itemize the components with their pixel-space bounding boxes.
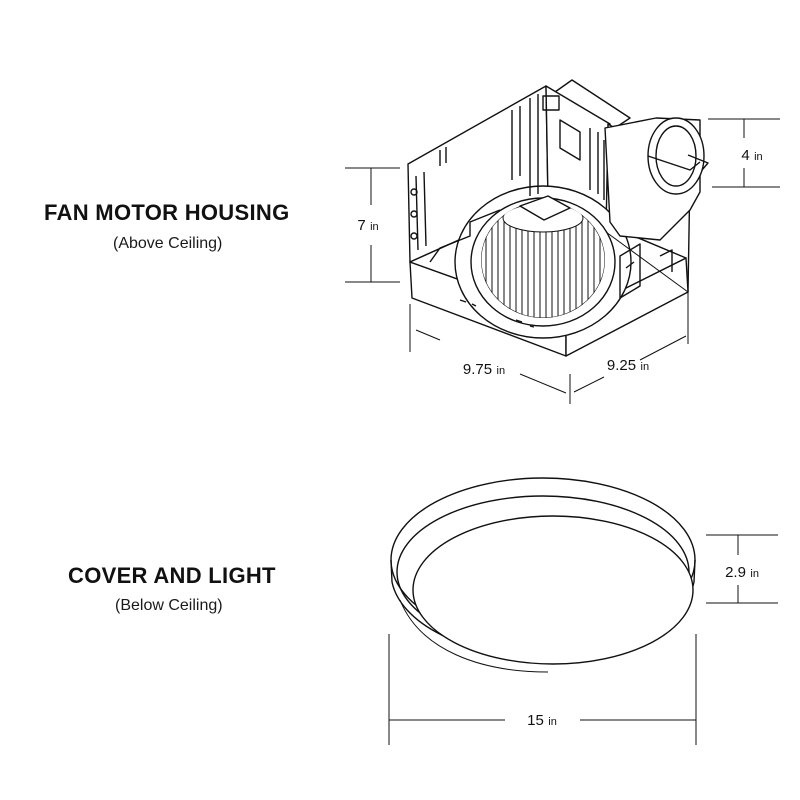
fan-housing-subtitle: (Above Ceiling) (113, 235, 223, 252)
fan-housing-dimensions (345, 118, 780, 404)
fan-height-label: 7 in (357, 217, 378, 234)
fan-housing-illustration (407, 79, 709, 357)
cover-diameter-label: 15 in (527, 712, 557, 729)
cover-height-label: 2.9 in (725, 564, 759, 581)
cover-illustration (390, 477, 696, 673)
fan-width-label: 9.75 in (463, 361, 505, 378)
cover-dimensions (388, 534, 778, 745)
fan-housing-title: FAN MOTOR HOUSING (44, 200, 290, 225)
fan-depth-label: 9.25 in (607, 357, 649, 374)
cover-title: COVER AND LIGHT (68, 563, 276, 588)
cover-subtitle: (Below Ceiling) (115, 597, 223, 614)
duct-size-label: 4 in (741, 147, 762, 164)
